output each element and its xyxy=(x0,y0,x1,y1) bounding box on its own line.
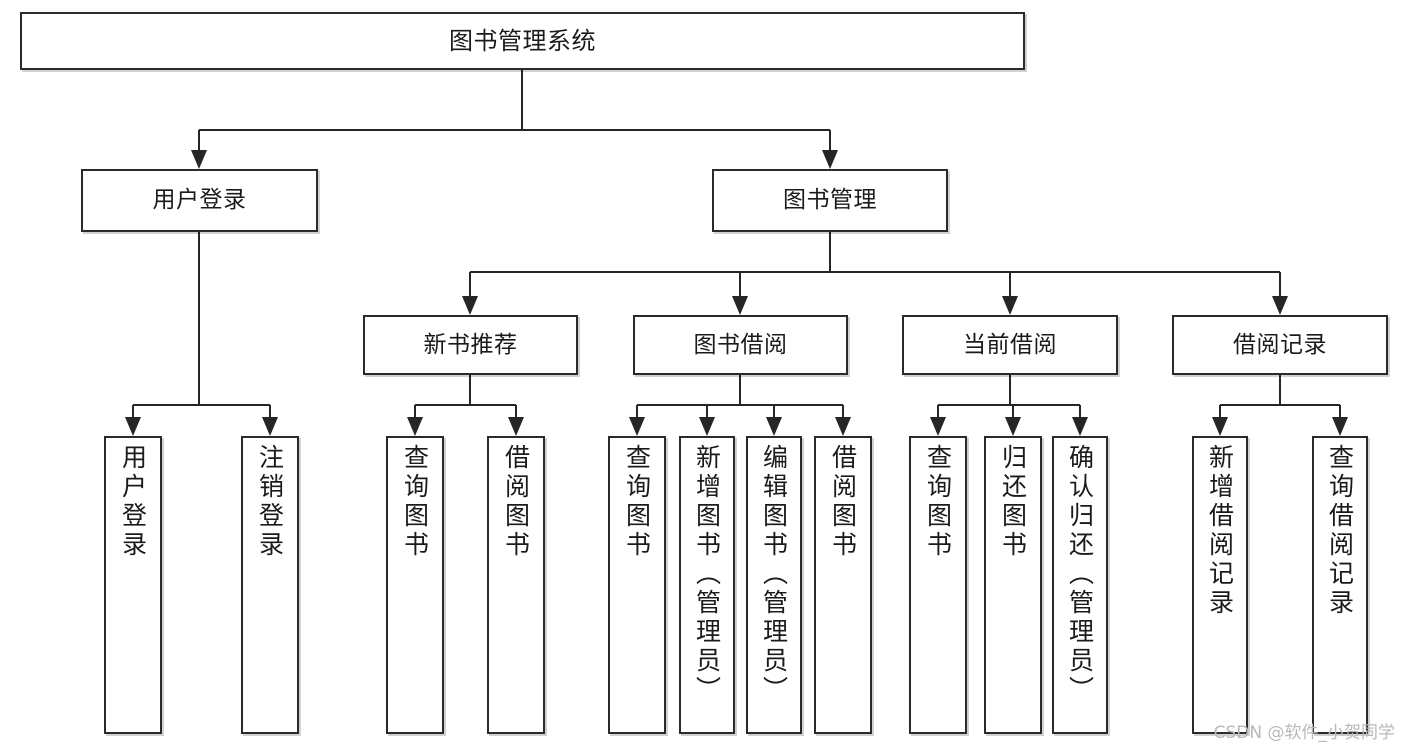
node-book-manage-label: 图书管理 xyxy=(783,187,877,214)
node-current-borrow-label: 当前借阅 xyxy=(963,331,1057,358)
node-leaf-logout-login[interactable]: 注销登录 xyxy=(241,436,299,734)
node-borrow-record[interactable]: 借阅记录 xyxy=(1172,315,1388,375)
node-book-borrow-label: 图书借阅 xyxy=(693,331,788,358)
node-user-login[interactable]: 用户登录 xyxy=(81,169,318,232)
arrowhead-current-borrow xyxy=(1002,296,1018,315)
arrowhead-leaf-logout-login xyxy=(262,417,278,436)
node-leaf-add-record-label: 新增借阅记录 xyxy=(1205,444,1235,618)
node-leaf-query-book-rec[interactable]: 查询图书 xyxy=(386,436,444,734)
csdn-watermark: CSDN @软件_小贺同学 xyxy=(1213,723,1395,743)
arrowhead-book-manage xyxy=(822,150,838,169)
node-leaf-logout-login-label: 注销登录 xyxy=(255,444,285,560)
node-leaf-query-book-cur[interactable]: 查询图书 xyxy=(909,436,967,734)
node-leaf-edit-book-label: 编辑图书（管理员） xyxy=(759,444,789,705)
arrowhead-leaf-query-record xyxy=(1332,417,1348,436)
node-leaf-borrow-book-rec[interactable]: 借阅图书 xyxy=(487,436,545,734)
arrowhead-leaf-user-login xyxy=(125,417,141,436)
node-current-borrow[interactable]: 当前借阅 xyxy=(902,315,1118,375)
node-leaf-borrow-book-rec-label: 借阅图书 xyxy=(501,444,531,560)
node-leaf-borrow-book[interactable]: 借阅图书 xyxy=(814,436,872,734)
arrowhead-new-book-recommend xyxy=(462,296,478,315)
arrowhead-leaf-query-book-borrow xyxy=(629,417,645,436)
arrowhead-leaf-borrow-book xyxy=(835,417,851,436)
node-leaf-borrow-book-label: 借阅图书 xyxy=(828,444,858,560)
arrowhead-leaf-confirm-return xyxy=(1072,417,1088,436)
node-leaf-return-book-label: 归还图书 xyxy=(998,444,1028,560)
arrowhead-leaf-add-record xyxy=(1212,417,1228,436)
arrowhead-book-borrow xyxy=(732,296,748,315)
node-leaf-query-book-borrow[interactable]: 查询图书 xyxy=(608,436,666,734)
node-new-book-recommend[interactable]: 新书推荐 xyxy=(363,315,578,375)
arrowhead-leaf-add-book xyxy=(699,417,715,436)
node-book-borrow[interactable]: 图书借阅 xyxy=(633,315,848,375)
node-leaf-query-book-cur-label: 查询图书 xyxy=(923,444,953,560)
node-leaf-add-record[interactable]: 新增借阅记录 xyxy=(1192,436,1248,734)
arrowhead-leaf-borrow-book-rec xyxy=(508,417,524,436)
node-leaf-query-record-label: 查询借阅记录 xyxy=(1325,444,1355,618)
node-leaf-user-login[interactable]: 用户登录 xyxy=(104,436,162,734)
node-user-login-label: 用户登录 xyxy=(152,187,247,214)
node-root-label: 图书管理系统 xyxy=(449,27,596,55)
arrowhead-borrow-record xyxy=(1272,296,1288,315)
node-leaf-query-book-rec-label: 查询图书 xyxy=(400,444,430,560)
node-leaf-query-record[interactable]: 查询借阅记录 xyxy=(1312,436,1368,734)
node-borrow-record-label: 借阅记录 xyxy=(1233,331,1327,358)
node-leaf-add-book-label: 新增图书（管理员） xyxy=(692,444,722,705)
node-leaf-confirm-return[interactable]: 确认归还（管理员） xyxy=(1052,436,1108,734)
arrowhead-user-login xyxy=(191,150,207,169)
node-leaf-query-book-borrow-label: 查询图书 xyxy=(622,444,652,560)
node-leaf-user-login-label: 用户登录 xyxy=(118,444,148,560)
node-leaf-edit-book[interactable]: 编辑图书（管理员） xyxy=(746,436,802,734)
node-new-book-recommend-label: 新书推荐 xyxy=(423,331,518,358)
node-root[interactable]: 图书管理系统 xyxy=(20,12,1025,70)
arrowhead-leaf-query-book-cur xyxy=(930,417,946,436)
node-leaf-add-book[interactable]: 新增图书（管理员） xyxy=(679,436,735,734)
arrowhead-leaf-edit-book xyxy=(766,417,782,436)
arrowhead-leaf-query-book-rec xyxy=(407,417,423,436)
arrowhead-leaf-return-book xyxy=(1005,417,1021,436)
node-leaf-return-book[interactable]: 归还图书 xyxy=(984,436,1042,734)
node-leaf-confirm-return-label: 确认归还（管理员） xyxy=(1065,444,1095,705)
node-book-manage[interactable]: 图书管理 xyxy=(712,169,948,232)
